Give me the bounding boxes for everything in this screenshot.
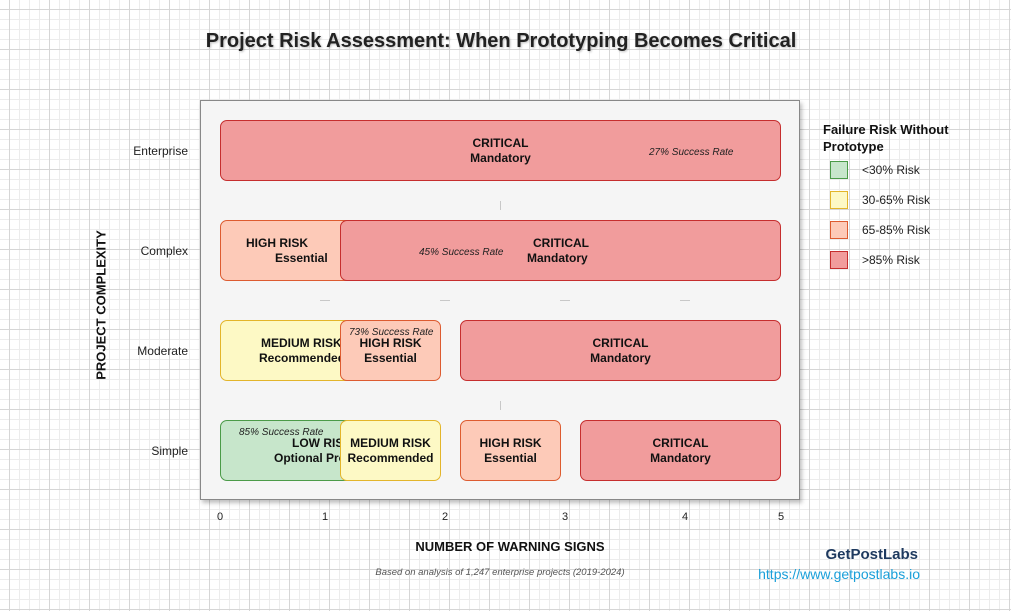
legend-label: 30-65% Risk: [862, 193, 931, 207]
grid-tick: [560, 300, 570, 301]
cell-simple-medium[interactable]: MEDIUM RISK Recommended: [340, 420, 441, 481]
x-label-2: 2: [441, 511, 449, 523]
y-label-simple: Simple: [151, 444, 188, 458]
y-label-enterprise: Enterprise: [133, 144, 188, 158]
cell-simple-high[interactable]: HIGH RISK Essential: [460, 420, 561, 481]
cell-action: Essential: [484, 450, 537, 465]
cell-level: CRITICAL: [472, 135, 529, 150]
cell-complex-critical[interactable]: CRITICAL Mandatory: [340, 220, 781, 281]
grid-tick: [680, 300, 690, 301]
cell-level: HIGH RISK: [479, 435, 542, 450]
legend-item-low: <30% Risk: [830, 160, 920, 180]
y-label-moderate: Moderate: [137, 344, 188, 358]
cell-level: MEDIUM RISK: [261, 335, 342, 350]
grid-tick: [440, 300, 450, 301]
success-rate-label: 85% Success Rate: [239, 427, 324, 438]
legend-item-medium: 30-65% Risk: [830, 190, 930, 210]
cell-level: LOW RISK: [292, 435, 352, 450]
legend-swatch: [830, 251, 848, 269]
legend-swatch: [830, 191, 848, 209]
cell-level: CRITICAL: [652, 435, 709, 450]
page-title: Project Risk Assessment: When Prototypin…: [205, 30, 797, 52]
grid-tick: [320, 300, 330, 301]
x-label-4: 4: [681, 511, 689, 523]
cell-action: Mandatory: [470, 150, 531, 165]
x-label-0: 0: [216, 511, 224, 523]
cell-moderate-high[interactable]: HIGH RISK Essential: [340, 320, 441, 381]
cell-action: Essential: [275, 250, 328, 265]
brand-link[interactable]: https://www.getpostlabs.io: [758, 566, 920, 582]
cell-action: Mandatory: [590, 350, 651, 365]
cell-level: MEDIUM RISK: [350, 435, 431, 450]
footnote: Based on analysis of 1,247 enterprise pr…: [375, 567, 625, 578]
x-axis-title: NUMBER OF WARNING SIGNS: [415, 539, 605, 554]
cell-moderate-critical[interactable]: CRITICAL Mandatory: [460, 320, 781, 381]
cell-level: HIGH RISK: [359, 335, 422, 350]
grid-tick: [500, 201, 501, 210]
cell-level: CRITICAL: [533, 235, 589, 250]
cell-action: Essential: [364, 350, 417, 365]
cell-level: CRITICAL: [592, 335, 649, 350]
success-rate-label: 27% Success Rate: [649, 147, 734, 158]
y-label-complex: Complex: [140, 244, 188, 258]
legend-title: Failure Risk Without Prototype: [823, 122, 949, 154]
x-label-1: 1: [321, 511, 329, 523]
brand-name: GetPostLabs: [825, 546, 918, 563]
success-rate-label: 45% Success Rate: [419, 247, 504, 258]
legend-swatch: [830, 221, 848, 239]
legend-swatch: [830, 161, 848, 179]
cell-action: Mandatory: [650, 450, 711, 465]
legend-item-high: 65-85% Risk: [830, 220, 930, 240]
cell-simple-critical[interactable]: CRITICAL Mandatory: [580, 420, 781, 481]
x-label-3: 3: [561, 511, 569, 523]
legend-label: 65-85% Risk: [862, 223, 931, 237]
grid-tick: [500, 401, 501, 410]
legend-label: >85% Risk: [862, 253, 920, 267]
cell-level: HIGH RISK: [246, 235, 309, 250]
cell-enterprise-critical[interactable]: CRITICAL Mandatory: [220, 120, 781, 181]
cell-action: Recommended: [347, 450, 434, 465]
x-label-5: 5: [777, 511, 785, 523]
legend-label: <30% Risk: [862, 163, 920, 177]
success-rate-label: 73% Success Rate: [349, 327, 434, 338]
cell-action: Mandatory: [527, 250, 588, 265]
legend-item-critical: >85% Risk: [830, 250, 920, 270]
cell-action: Recommended: [259, 350, 346, 365]
y-axis-title: PROJECT COMPLEXITY: [93, 230, 109, 380]
